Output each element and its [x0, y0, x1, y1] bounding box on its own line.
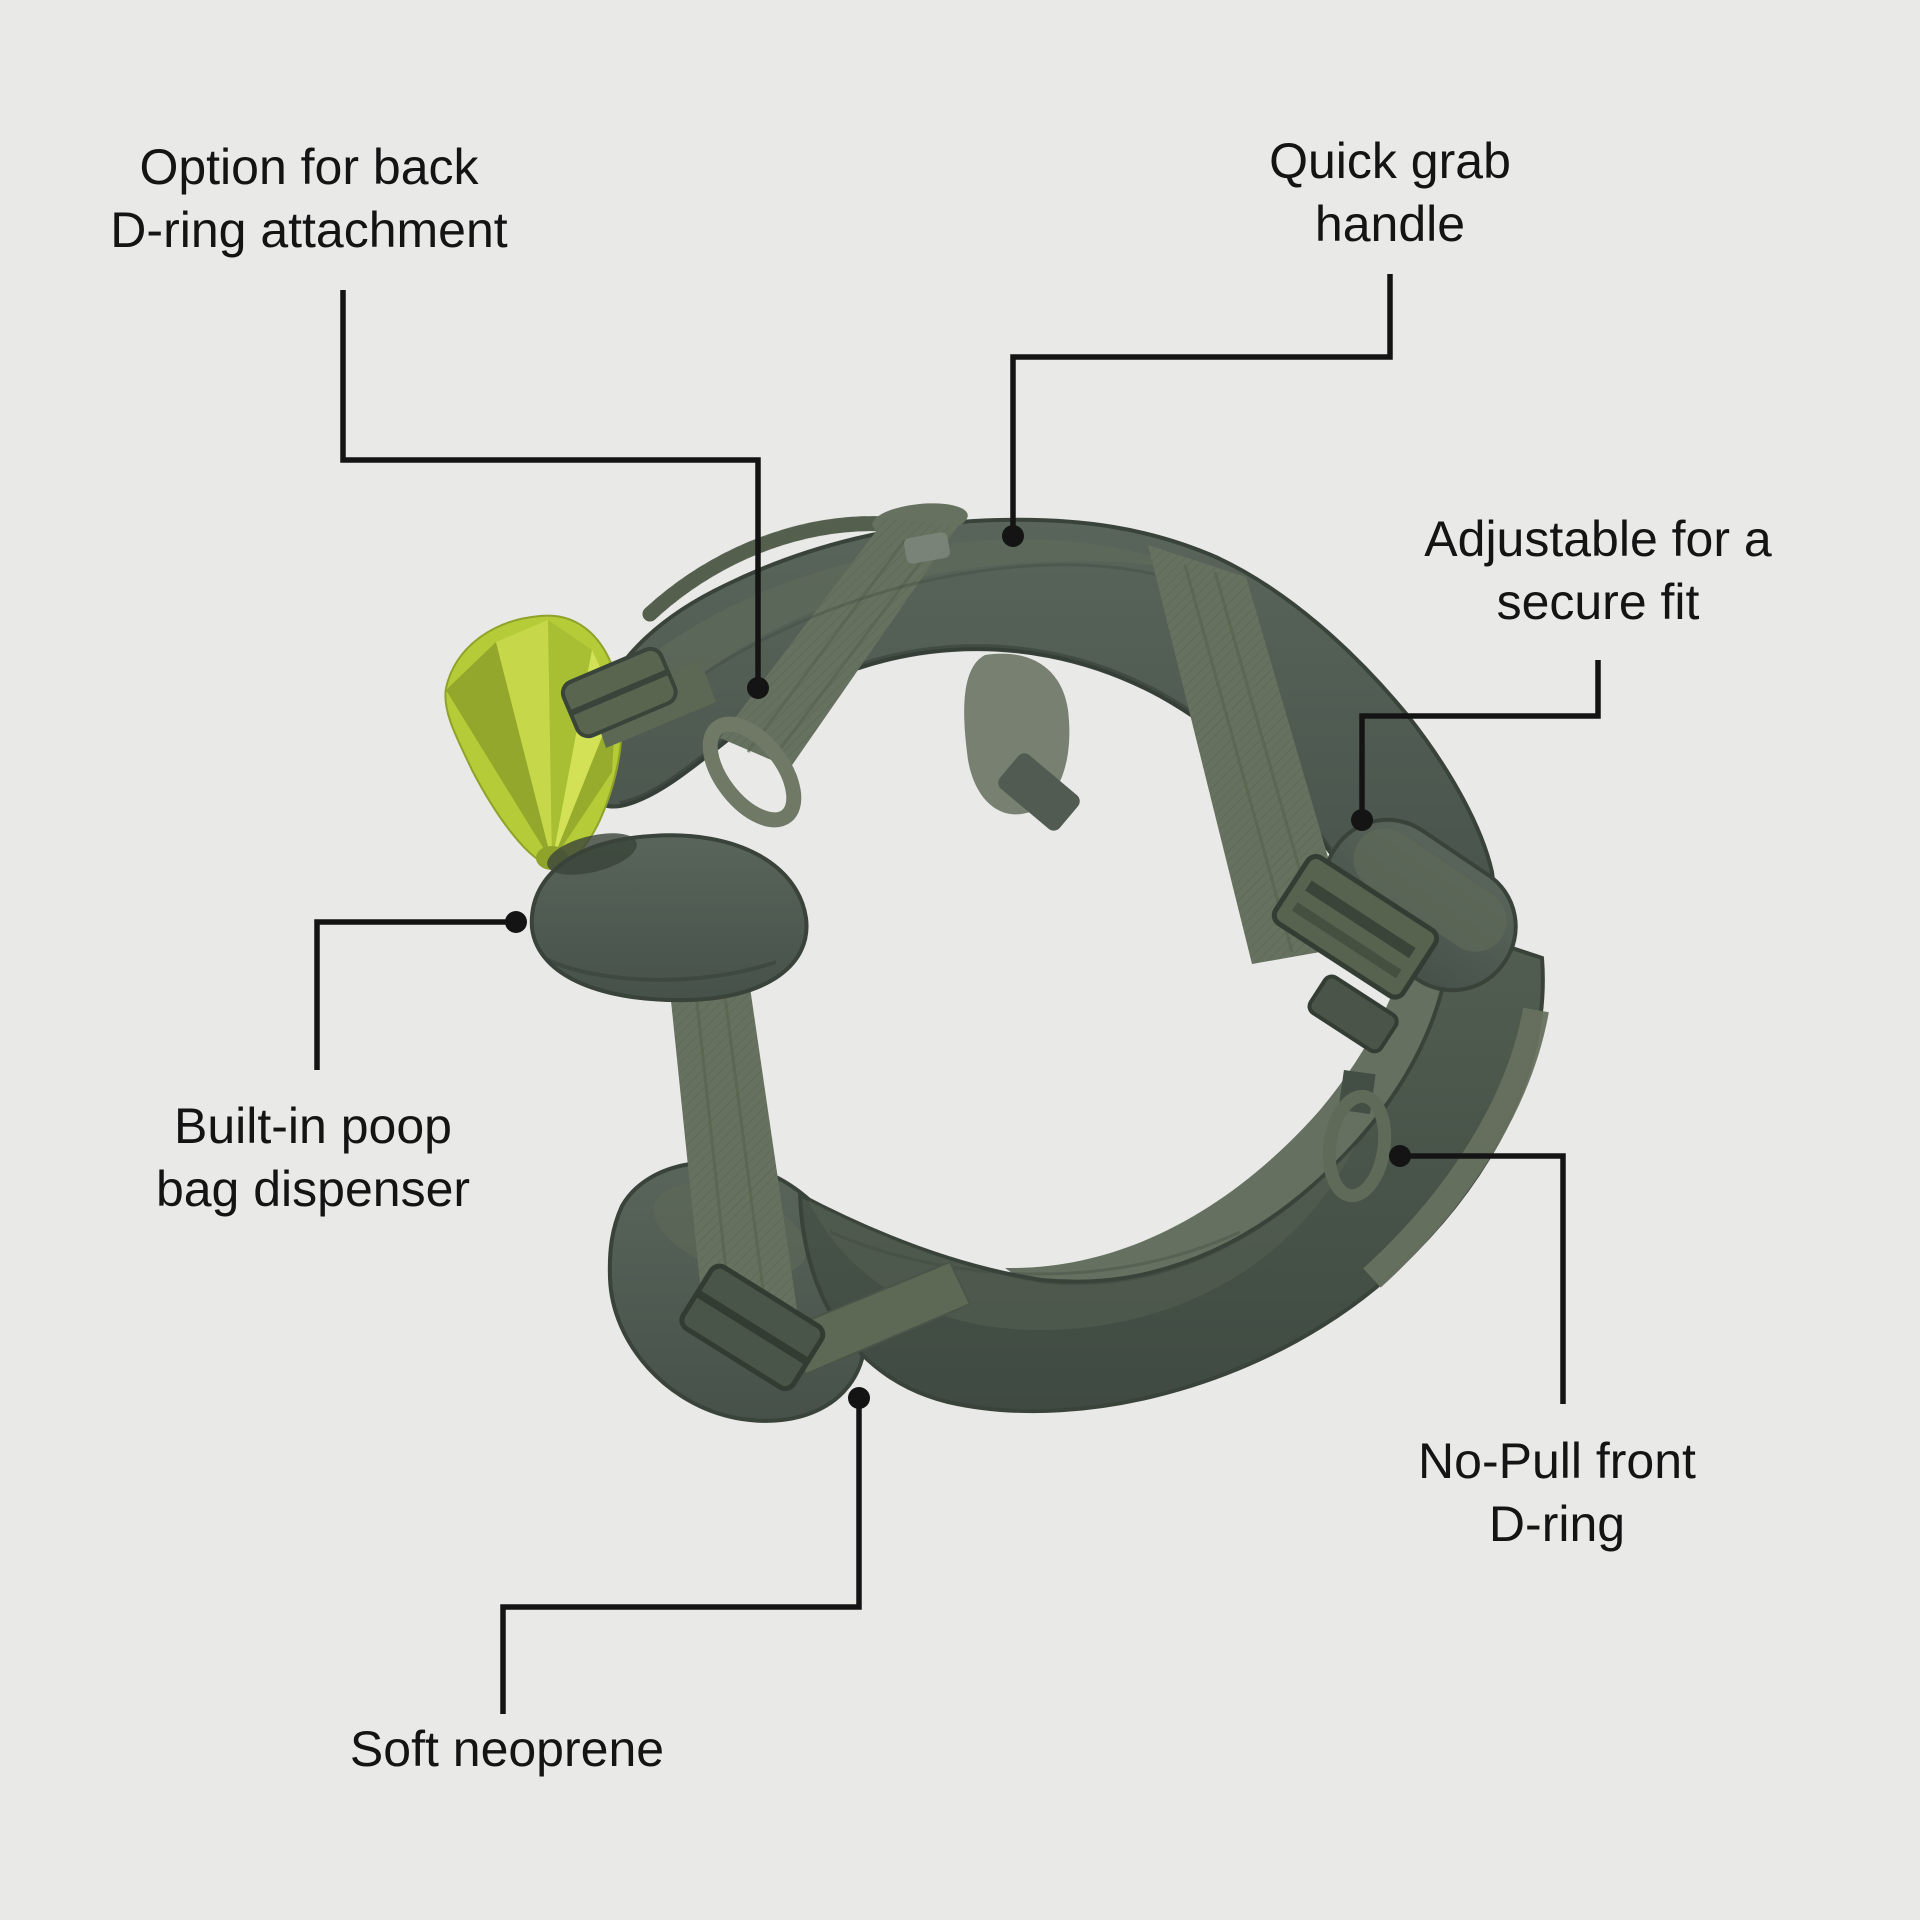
callout-dots: [505, 525, 1411, 1409]
label-line: D-ring: [1488, 1496, 1626, 1552]
chest-edge-webbing: [1363, 1007, 1549, 1288]
label-line: bag dispenser: [155, 1161, 471, 1217]
callout-line-adjustable-fit: [1359, 660, 1601, 820]
label-adjustable-fit: Adjustable for a secure fit: [1424, 508, 1771, 634]
label-line: secure fit: [1496, 574, 1700, 630]
callout-line-quick-grab-handle: [1010, 274, 1393, 536]
back-d-ring: [702, 716, 802, 828]
label-line: No-Pull front: [1418, 1433, 1696, 1489]
strap-keeper: [1307, 974, 1399, 1054]
back-slider: [560, 646, 678, 739]
poop-bag-dispenser-pouch: [529, 833, 809, 1003]
callout-lines: [314, 274, 1601, 1714]
label-line: Option for back: [139, 139, 479, 195]
pouch-opening: [547, 833, 637, 875]
callout-line-no-pull-d-ring: [1400, 1153, 1566, 1404]
label-line: handle: [1314, 196, 1466, 252]
label-soft-neoprene: Soft neoprene: [350, 1718, 664, 1781]
label-no-pull-d-ring: No-Pull front D-ring: [1418, 1430, 1696, 1556]
callout-dot-quick-grab-handle: [1002, 525, 1024, 547]
left-strap: [666, 952, 800, 1330]
label-back-d-ring: Option for back D-ring attachment: [110, 136, 507, 262]
bottom-tri-glide: [679, 1260, 972, 1392]
adjuster-buckle: [1271, 854, 1440, 1054]
callout-dot-adjustable-fit: [1351, 809, 1373, 831]
label-line: Soft neoprene: [349, 1721, 665, 1777]
seam-line: [829, 1230, 1241, 1276]
poop-bag: [444, 614, 623, 870]
label-line: Built-in poop: [174, 1098, 452, 1154]
back-d-ring-attachment: [560, 646, 802, 828]
callout-dot-back-d-ring: [747, 677, 769, 699]
label-quick-grab-handle: Quick grab handle: [1269, 130, 1511, 256]
callout-dot-poop-bag-dispenser: [505, 911, 527, 933]
callout-dot-soft-neoprene: [848, 1387, 870, 1409]
label-poop-bag-dispenser: Built-in poop bag dispenser: [156, 1095, 470, 1221]
back-webbing-strap: [720, 503, 968, 768]
label-line: Adjustable for a: [1424, 511, 1772, 567]
chest-strap: [1148, 545, 1354, 964]
velcro-tab: [904, 532, 950, 564]
inner-lining: [964, 653, 1080, 831]
front-d-ring: [1322, 1069, 1392, 1203]
label-line: D-ring attachment: [110, 202, 508, 258]
callout-line-back-d-ring: [340, 290, 761, 688]
callout-dot-no-pull-d-ring: [1389, 1145, 1411, 1167]
callout-line-poop-bag-dispenser: [314, 919, 516, 1070]
callout-line-soft-neoprene: [500, 1398, 862, 1714]
label-line: Quick grab: [1269, 133, 1511, 189]
